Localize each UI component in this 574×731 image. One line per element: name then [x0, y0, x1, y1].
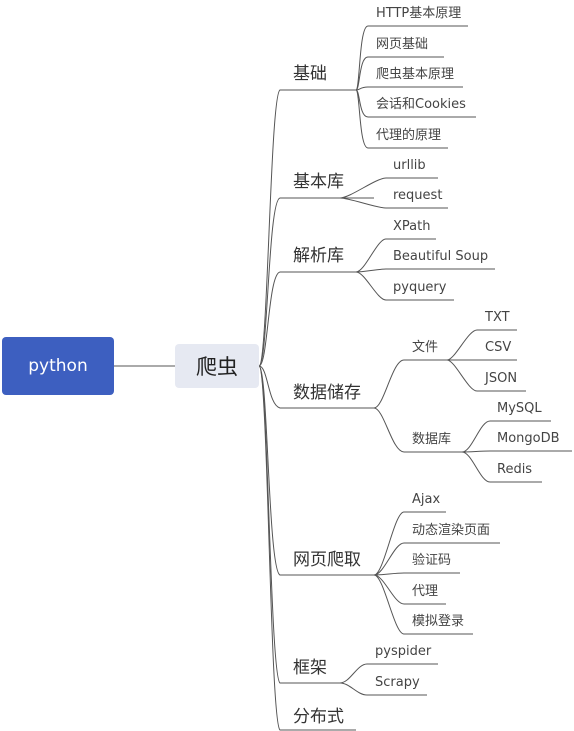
topic-mysql[interactable]: MySQL — [497, 401, 542, 416]
branch-web-crawling[interactable]: 网页爬取 — [293, 550, 361, 570]
central-topic-crawler[interactable]: 爬虫 — [175, 344, 259, 388]
topic-database[interactable]: 数据库 — [412, 432, 452, 447]
topic-proxy-basics[interactable]: 代理的原理 — [376, 128, 442, 143]
topic-web-basics[interactable]: 网页基础 — [376, 37, 429, 52]
topic-dynamic-rendering[interactable]: 动态渲染页面 — [412, 523, 491, 538]
root-node-python[interactable]: python — [2, 337, 114, 395]
branch-parsing-libraries[interactable]: 解析库 — [293, 246, 344, 266]
topic-captcha[interactable]: 验证码 — [412, 553, 452, 568]
root-label: python — [28, 356, 88, 376]
branch-data-storage[interactable]: 数据储存 — [293, 383, 361, 403]
branch-basic-libraries[interactable]: 基本库 — [293, 172, 344, 192]
topic-http-basics[interactable]: HTTP基本原理 — [376, 6, 462, 21]
topic-xpath[interactable]: XPath — [393, 219, 431, 234]
branch-basics[interactable]: 基础 — [293, 64, 327, 84]
topic-pyquery[interactable]: pyquery — [393, 280, 447, 295]
branch-frameworks[interactable]: 框架 — [293, 658, 327, 678]
topic-ajax[interactable]: Ajax — [412, 492, 441, 507]
central-topic-label: 爬虫 — [196, 355, 238, 379]
topic-beautiful-soup[interactable]: Beautiful Soup — [393, 249, 489, 264]
topic-proxy[interactable]: 代理 — [412, 584, 439, 599]
topic-scrapy[interactable]: Scrapy — [375, 675, 420, 690]
topic-session-cookies[interactable]: 会话和Cookies — [376, 97, 466, 112]
topic-simulated-login[interactable]: 模拟登录 — [412, 614, 465, 629]
branch-distributed[interactable]: 分布式 — [293, 707, 344, 727]
topic-pyspider[interactable]: pyspider — [375, 644, 432, 659]
topic-txt[interactable]: TXT — [485, 310, 510, 325]
topic-crawler-basics[interactable]: 爬虫基本原理 — [376, 67, 455, 82]
topic-request[interactable]: request — [393, 188, 443, 203]
topic-files[interactable]: 文件 — [412, 340, 439, 355]
topic-urllib[interactable]: urllib — [393, 158, 426, 173]
topic-json[interactable]: JSON — [485, 371, 518, 386]
topic-redis[interactable]: Redis — [497, 462, 533, 477]
topic-csv[interactable]: CSV — [485, 340, 512, 355]
topic-mongodb[interactable]: MongoDB — [497, 431, 560, 446]
